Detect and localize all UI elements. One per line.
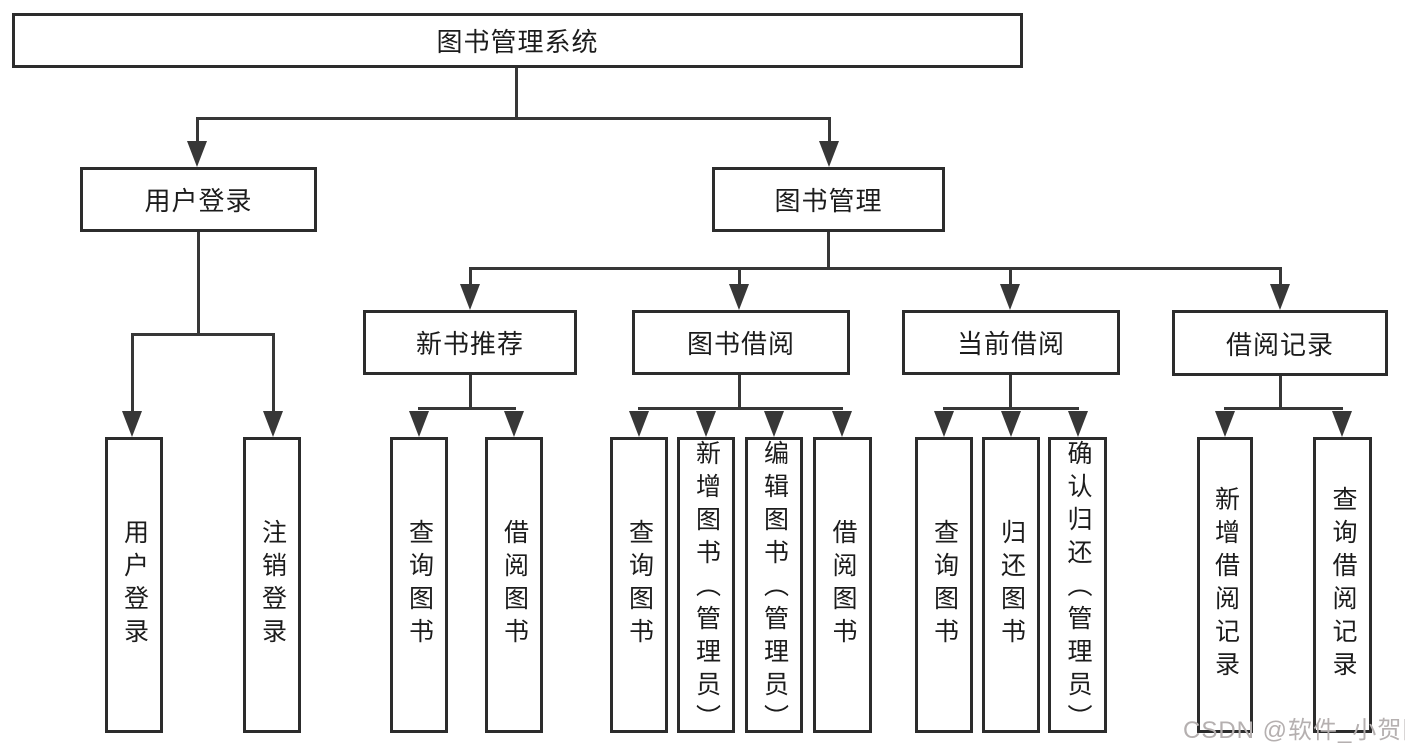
node-borrowing-records: 借阅记录: [1172, 310, 1388, 376]
arrow-down-icon: [1000, 284, 1020, 310]
connector-line: [515, 68, 518, 118]
node-return-book-label: 归还图书: [997, 519, 1026, 651]
connector-line: [1279, 267, 1282, 287]
arrow-down-icon: [764, 411, 784, 437]
node-query-borrow-record: 查询借阅记录: [1313, 437, 1372, 733]
node-query-books-current: 查询图书: [915, 437, 973, 733]
node-borrowing-records-label: 借阅记录: [1225, 329, 1334, 360]
connector-line: [738, 267, 741, 287]
arrow-down-icon: [1001, 411, 1021, 437]
node-user-login: 用户登录: [80, 167, 317, 232]
arrow-down-icon: [1270, 284, 1290, 310]
node-confirm-return-admin-label: 确认归还（管理员）: [1064, 440, 1092, 737]
node-logout-action-label: 注销登录: [258, 519, 287, 651]
node-query-books-recommend: 查询图书: [390, 437, 448, 733]
arrow-down-icon: [629, 411, 649, 437]
node-borrow-books-recommend: 借阅图书: [485, 437, 543, 733]
csdn-watermark: CSDN @软件_小贺同学: [1183, 717, 1405, 744]
arrow-down-icon: [819, 141, 839, 167]
node-query-books-recommend-label: 查询图书: [405, 519, 434, 651]
node-query-books-borrowing: 查询图书: [610, 437, 668, 733]
arrow-down-icon: [1215, 411, 1235, 437]
node-borrow-books: 借阅图书: [813, 437, 872, 733]
node-root: 图书管理系统: [12, 13, 1023, 68]
node-add-borrow-record: 新增借阅记录: [1197, 437, 1253, 733]
connector-line: [131, 333, 134, 413]
connector-line: [943, 407, 1079, 410]
node-edit-book-admin: 编辑图书（管理员）: [745, 437, 803, 737]
arrow-down-icon: [460, 284, 480, 310]
arrow-down-icon: [263, 411, 283, 437]
connector-line: [1009, 267, 1012, 287]
arrow-down-icon: [729, 284, 749, 310]
arrow-down-icon: [832, 411, 852, 437]
connector-line: [1279, 376, 1282, 410]
node-add-book-admin: 新增图书（管理员）: [677, 437, 735, 737]
connector-line: [469, 267, 472, 287]
node-query-books-borrowing-label: 查询图书: [625, 519, 654, 651]
node-return-book: 归还图书: [982, 437, 1040, 733]
node-user-login-action-label: 用户登录: [120, 519, 149, 651]
node-borrow-books-label: 借阅图书: [829, 519, 857, 651]
arrow-down-icon: [122, 411, 142, 437]
node-borrow-books-recommend-label: 借阅图书: [500, 519, 529, 651]
connector-line: [828, 117, 831, 145]
connector-line: [827, 229, 830, 270]
node-user-login-label: 用户登录: [144, 186, 253, 216]
node-confirm-return-admin: 确认归还（管理员）: [1048, 437, 1107, 737]
node-book-management-label: 图书管理: [774, 186, 883, 216]
node-root-label: 图书管理系统: [436, 27, 599, 57]
connector-line: [272, 333, 275, 413]
arrow-down-icon: [409, 411, 429, 437]
connector-line: [196, 117, 830, 120]
node-current-borrowing: 当前借阅: [902, 310, 1120, 375]
node-book-borrowing-label: 图书借阅: [686, 329, 795, 359]
arrow-down-icon: [696, 411, 716, 437]
connector-line: [469, 267, 1282, 270]
node-book-management: 图书管理: [712, 167, 945, 232]
connector-line: [131, 333, 275, 336]
node-edit-book-admin-label: 编辑图书（管理员）: [760, 440, 789, 737]
node-book-borrowing: 图书借阅: [632, 310, 850, 375]
arrow-down-icon: [187, 141, 207, 167]
connector-line: [197, 229, 200, 336]
connector-line: [638, 407, 843, 410]
connector-line: [1224, 407, 1343, 410]
arrow-down-icon: [934, 411, 954, 437]
node-new-book-recommend-label: 新书推荐: [415, 329, 524, 359]
node-user-login-action: 用户登录: [105, 437, 163, 733]
connector-line: [469, 375, 472, 410]
connector-line: [1009, 375, 1012, 410]
node-new-book-recommend: 新书推荐: [363, 310, 577, 375]
arrow-down-icon: [504, 411, 524, 437]
node-query-books-current-label: 查询图书: [930, 519, 959, 651]
node-add-book-admin-label: 新增图书（管理员）: [692, 440, 721, 737]
connector-line: [418, 407, 516, 410]
connector-line: [196, 117, 199, 145]
node-query-borrow-record-label: 查询借阅记录: [1329, 486, 1357, 684]
node-add-borrow-record-label: 新增借阅记录: [1211, 486, 1240, 684]
arrow-down-icon: [1332, 411, 1352, 437]
arrow-down-icon: [1068, 411, 1088, 437]
node-logout-action: 注销登录: [243, 437, 301, 733]
node-current-borrowing-label: 当前借阅: [956, 329, 1065, 359]
connector-line: [738, 375, 741, 410]
